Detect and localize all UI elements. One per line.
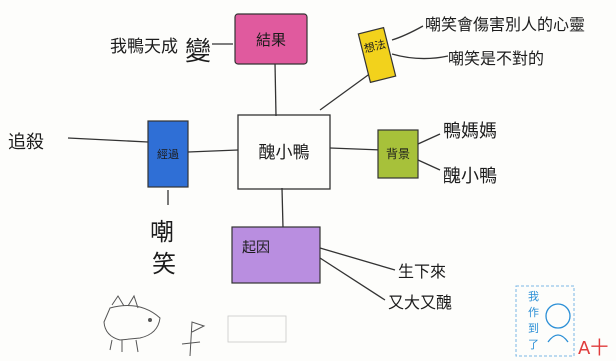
line-background-leaf2 — [417, 159, 441, 171]
svg-text:作: 作 — [528, 306, 539, 319]
good-job-stamp: 我 作 到 了 — [515, 285, 575, 357]
line-cause-leaf1 — [319, 247, 396, 271]
line-background-leaf1 — [417, 133, 441, 145]
line-process-leaf1 — [67, 137, 149, 143]
line-thought-leaf2 — [391, 53, 449, 60]
process-node: 經過 — [147, 120, 189, 188]
rabbit-doodle — [103, 294, 161, 353]
svg-text:了: 了 — [528, 338, 539, 351]
line-cause-leaf2 — [319, 257, 386, 301]
background-label: 背景 — [386, 147, 410, 161]
result-node: 結果 — [234, 13, 308, 65]
connector-lines — [67, 25, 449, 301]
process-label: 經過 — [157, 147, 179, 161]
center-label: 醜小鴨 — [259, 143, 310, 163]
blank-note-box — [227, 315, 287, 343]
center-node: 醜小鴨 — [237, 114, 331, 190]
process-leaf-2: 嘲 — [150, 218, 174, 246]
line-center-process — [187, 149, 239, 153]
line-thought-leaf1 — [391, 25, 424, 41]
thought-leaf-1: 嘲笑會傷害別人的心靈 — [425, 15, 585, 34]
svg-text:我: 我 — [528, 290, 539, 303]
result-leaf-1: 我鴨天成 — [110, 37, 178, 57]
flag-doodle — [181, 321, 206, 357]
result-label: 結果 — [256, 31, 286, 49]
process-leaf-3: 笑 — [152, 250, 176, 278]
line-center-result — [274, 62, 277, 117]
thought-node: 想法 — [357, 26, 397, 84]
grade-mark: A十 — [578, 338, 608, 359]
cause-leaf-2: 又大又醜 — [388, 293, 452, 312]
line-center-cause — [281, 187, 284, 229]
thought-label: 想法 — [362, 37, 387, 56]
line-center-thought — [319, 69, 376, 111]
background-leaf-1: 鴨媽媽 — [443, 121, 497, 142]
line-center-background — [329, 147, 383, 151]
cause-leaf-1: 生下來 — [398, 262, 446, 281]
background-node: 背景 — [377, 129, 419, 179]
cause-label: 起因 — [242, 240, 270, 256]
thought-leaf-2: 嘲笑是不對的 — [448, 49, 544, 68]
background-leaf-2: 醜小鴨 — [443, 166, 497, 187]
svg-text:到: 到 — [528, 322, 539, 335]
process-leaf-1: 追殺 — [8, 132, 44, 153]
cause-node: 起因 — [231, 226, 321, 284]
result-leaf-2: 變 — [185, 37, 211, 67]
